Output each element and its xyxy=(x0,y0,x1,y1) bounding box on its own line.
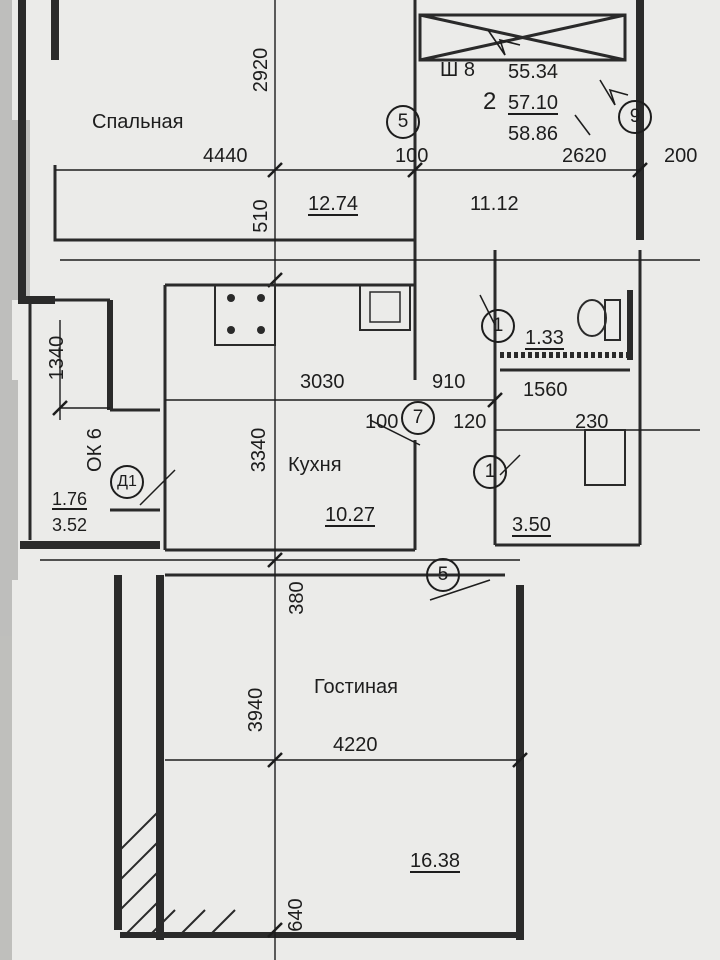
living-label: Гостиная xyxy=(314,676,398,698)
hall-area: 11.12 xyxy=(470,193,519,215)
marker-1b: 1 xyxy=(473,455,507,489)
dimension-ticks xyxy=(52,162,648,938)
toilet-icon xyxy=(577,299,621,341)
dim-380: 380 xyxy=(286,581,308,615)
stove-icon xyxy=(214,284,276,346)
dim-910: 910 xyxy=(432,371,466,393)
dim-100-b: 100 xyxy=(365,411,399,433)
kitchen-width: 3030 xyxy=(300,371,345,393)
dim-230: 230 xyxy=(575,411,609,433)
marker-5b: 5 xyxy=(426,558,460,592)
bedroom-area: 12.74 xyxy=(308,193,359,216)
marker-5a: 5 xyxy=(386,105,420,139)
bathtub-icon xyxy=(584,429,626,486)
balcony-label: ОК 6 xyxy=(84,428,106,472)
marker-d1: Д1 xyxy=(110,465,144,499)
bedroom-label: Спальная xyxy=(92,111,184,133)
stamp-rooms: 2 xyxy=(483,88,497,115)
bedroom-depth: 2920 xyxy=(250,47,272,93)
living-width: 4220 xyxy=(333,734,378,756)
marker-7: 7 xyxy=(401,401,435,435)
living-area: 16.38 xyxy=(410,850,461,873)
dim-120: 120 xyxy=(453,411,487,433)
stamp-area-b: 57.10 xyxy=(508,92,559,115)
stamp-area-c: 58.86 xyxy=(508,123,559,145)
handwritten-marks xyxy=(487,29,629,136)
door-swings xyxy=(139,294,521,601)
dim-2620: 2620 xyxy=(562,145,607,167)
kitchen-area: 10.27 xyxy=(325,504,376,527)
kitchen-depth: 3340 xyxy=(248,427,270,473)
balcony-area-1: 1.76 xyxy=(52,489,88,510)
dim-100-a: 100 xyxy=(395,145,429,167)
sink-icon xyxy=(359,284,411,331)
bath-width: 1560 xyxy=(523,379,568,401)
balcony-length: 1340 xyxy=(46,335,68,381)
dim-200: 200 xyxy=(664,145,698,167)
living-depth: 3940 xyxy=(245,687,267,733)
stamp-area-a: 55.34 xyxy=(508,61,559,83)
hatched-wall xyxy=(119,809,236,936)
dim-510: 510 xyxy=(250,199,272,233)
marker-9: 9 xyxy=(618,100,652,134)
bath-area: 3.50 xyxy=(512,514,551,537)
shaft-label: Ш 8 xyxy=(440,59,476,81)
dim-640: 640 xyxy=(285,898,307,932)
marker-1a: 1 xyxy=(481,309,515,343)
bedroom-width: 4440 xyxy=(203,145,248,167)
balcony-area-2: 3.52 xyxy=(52,515,88,535)
toilet-area: 1.33 xyxy=(525,327,564,350)
kitchen-label: Кухня xyxy=(288,454,342,476)
